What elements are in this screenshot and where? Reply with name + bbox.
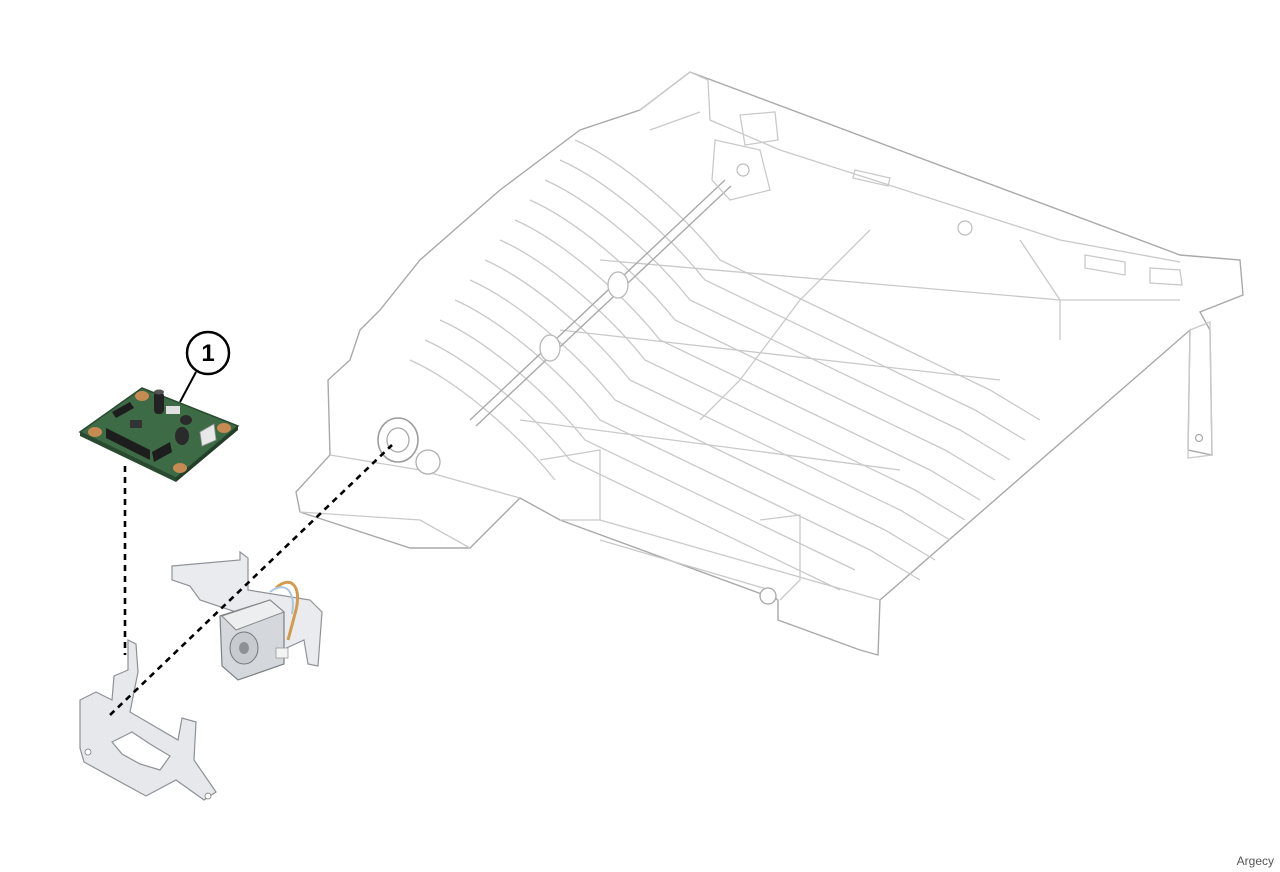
callout-1 (179, 330, 231, 403)
stepper-motor-assembly (171, 550, 323, 681)
watermark-text: Argecy (1236, 854, 1274, 868)
tray-drive-gear (377, 417, 777, 605)
callout-number: 1 (201, 340, 215, 367)
callout-leader (179, 371, 197, 403)
controller-circuit-board (78, 387, 240, 482)
pcb-mounting-bracket (79, 639, 217, 801)
paper-guide-ribs (409, 139, 1041, 591)
feed-roller-shaft (469, 179, 732, 427)
callout-circle (185, 330, 231, 376)
assembly-leader-lines (109, 444, 393, 716)
duplex-tray-assembly (295, 71, 1244, 656)
